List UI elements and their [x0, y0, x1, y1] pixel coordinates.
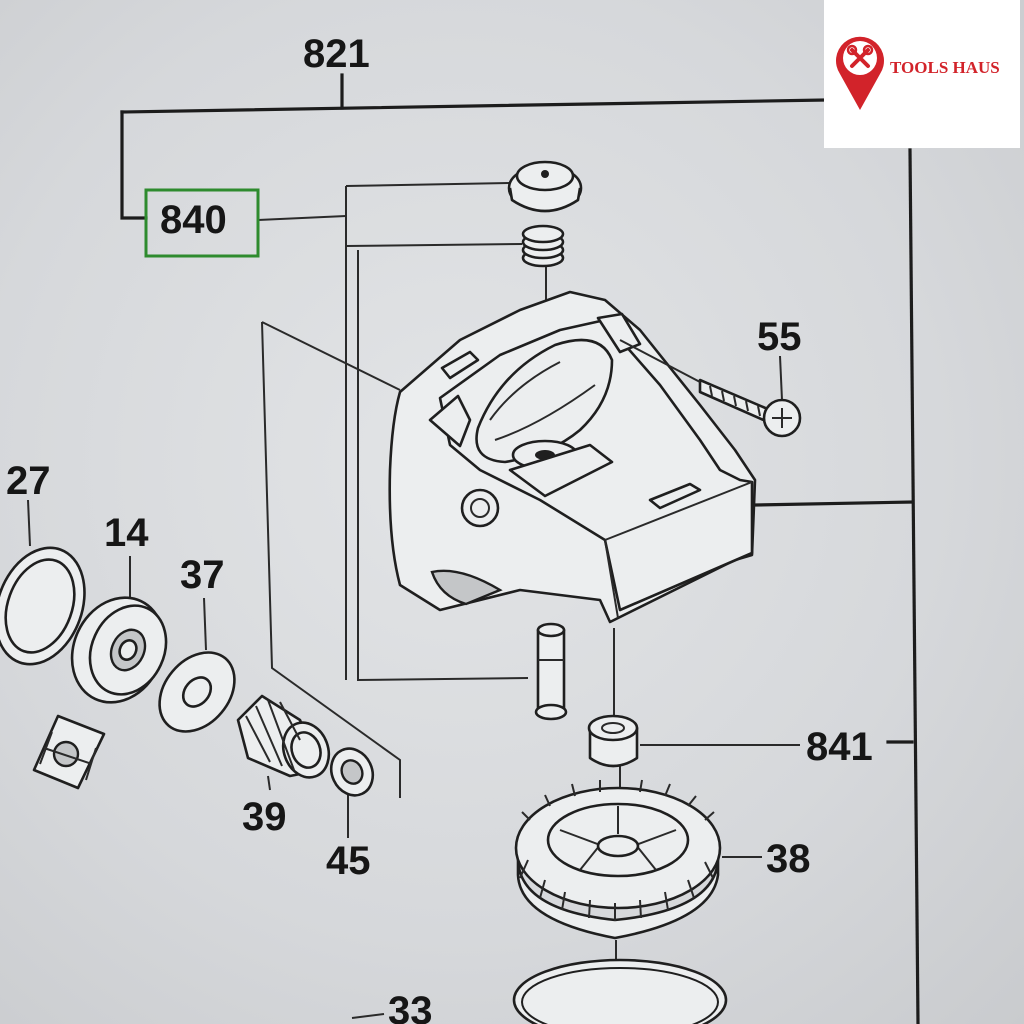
- bearing-detail-inset: [32, 714, 106, 790]
- o-ring-part-33: [512, 958, 728, 1024]
- callout-33: 33: [388, 989, 433, 1024]
- callout-45: 45: [326, 839, 371, 883]
- callout-38: 38: [766, 837, 811, 881]
- nut-part-45: [329, 747, 375, 797]
- callout-27: 27: [6, 459, 51, 503]
- callout-841: 841: [806, 725, 873, 769]
- o-ring-inner-33: [521, 967, 719, 1024]
- highlight-box-840: [144, 188, 260, 258]
- spring-part: [521, 224, 565, 268]
- callout-821: 821: [303, 32, 370, 76]
- pinion-gear-part-39: [236, 694, 331, 779]
- callout-39: 39: [242, 795, 287, 839]
- washer-part-37: [158, 651, 236, 733]
- callout-14: 14: [104, 511, 149, 555]
- pin-part: [534, 622, 568, 721]
- ball-bearing-part-14: [70, 596, 168, 704]
- map-pin-wrench-icon: [836, 36, 884, 110]
- bushing-part-841: [587, 714, 639, 768]
- bevel-gear-part-38: [514, 779, 722, 940]
- cap-part: [507, 160, 583, 213]
- callout-840: 840: [160, 198, 227, 242]
- assembly-bracket-lines: [120, 73, 920, 1024]
- screw-part-55: [619, 339, 802, 438]
- callout-37: 37: [180, 553, 225, 597]
- brand-name-text: TOOLS HAUS: [890, 58, 1000, 77]
- seal-ring-part-27: [0, 546, 86, 666]
- callout-55: 55: [757, 315, 802, 359]
- gear-housing-part: [388, 290, 757, 624]
